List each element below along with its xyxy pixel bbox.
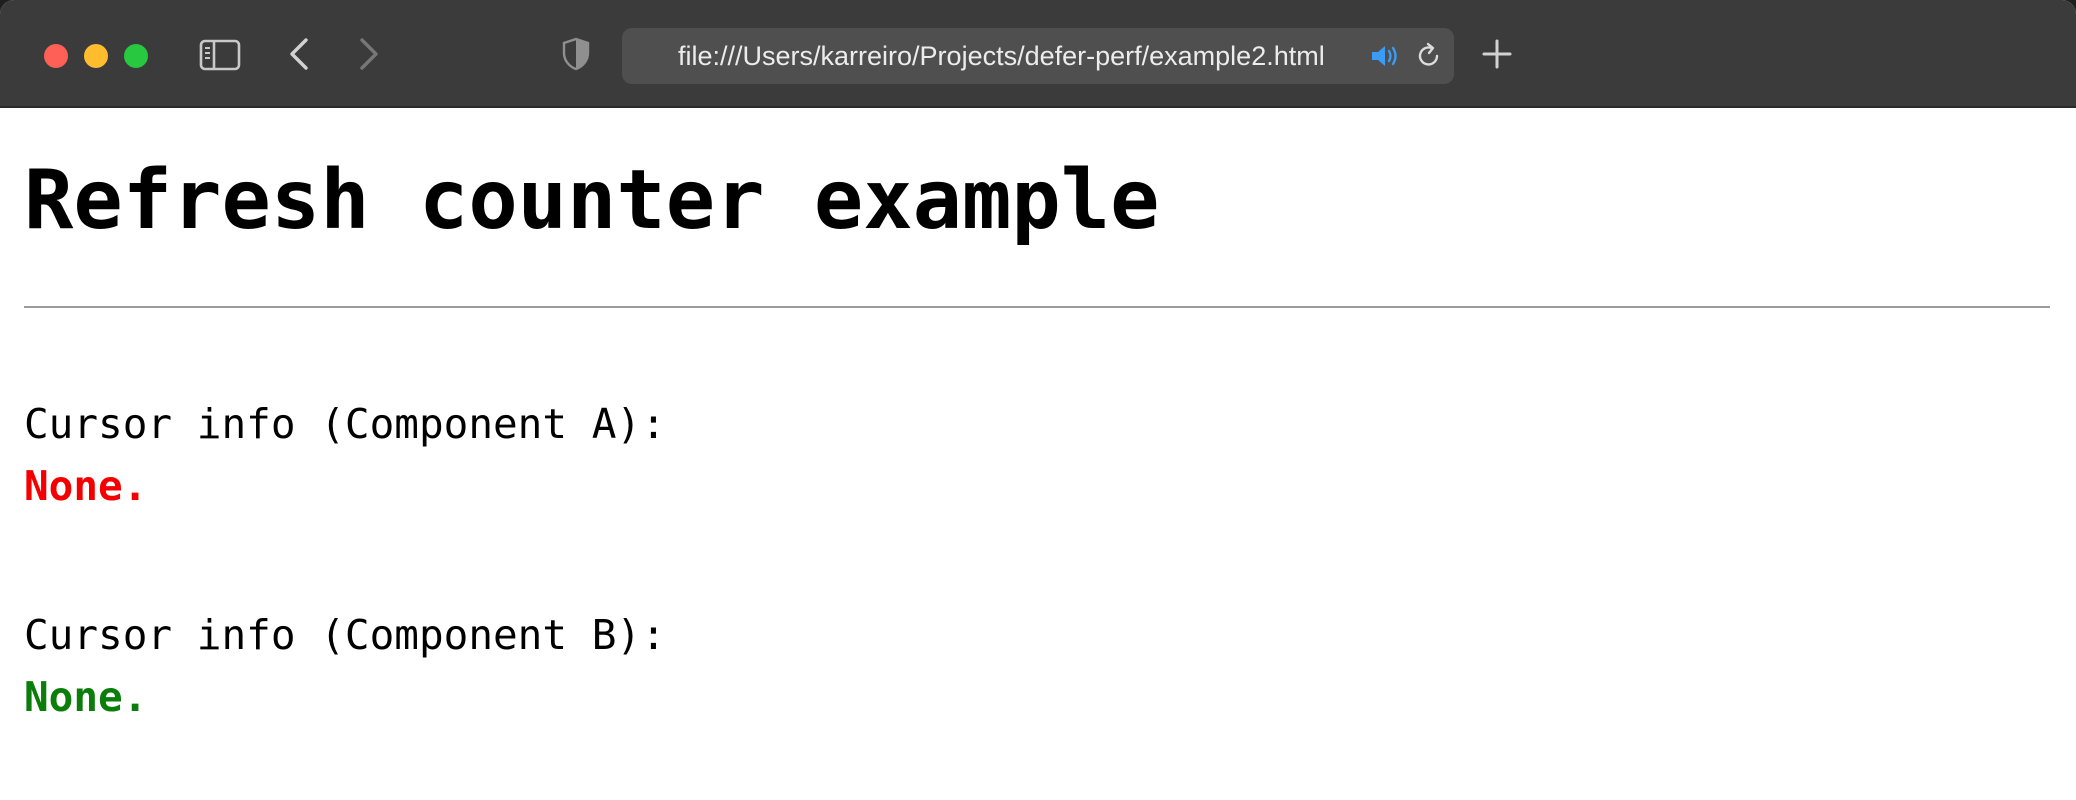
sidebar-toggle-icon[interactable] xyxy=(198,36,242,74)
privacy-shield-icon[interactable] xyxy=(560,34,592,74)
reload-icon[interactable] xyxy=(1414,40,1444,72)
component-a-label: Cursor info (Component A): xyxy=(24,400,666,448)
zoom-window-button[interactable] xyxy=(124,44,148,68)
new-tab-icon[interactable] xyxy=(1478,34,1516,74)
back-icon[interactable] xyxy=(282,34,316,74)
horizontal-rule xyxy=(24,306,2050,308)
url-text[interactable]: file:///Users/karreiro/Projects/defer-pe… xyxy=(678,41,1325,71)
page-content: Refresh counter example Cursor info (Com… xyxy=(0,110,2076,800)
browser-toolbar: file:///Users/karreiro/Projects/defer-pe… xyxy=(0,0,2076,108)
minimize-window-button[interactable] xyxy=(84,44,108,68)
forward-icon[interactable] xyxy=(352,34,386,74)
component-a-value: None. xyxy=(24,462,148,510)
audio-icon[interactable] xyxy=(1368,40,1402,72)
page-title: Refresh counter example xyxy=(24,153,1160,248)
component-b-label: Cursor info (Component B): xyxy=(24,611,666,659)
address-bar[interactable]: file:///Users/karreiro/Projects/defer-pe… xyxy=(622,28,1454,84)
component-b-value: None. xyxy=(24,673,148,721)
close-window-button[interactable] xyxy=(44,44,68,68)
